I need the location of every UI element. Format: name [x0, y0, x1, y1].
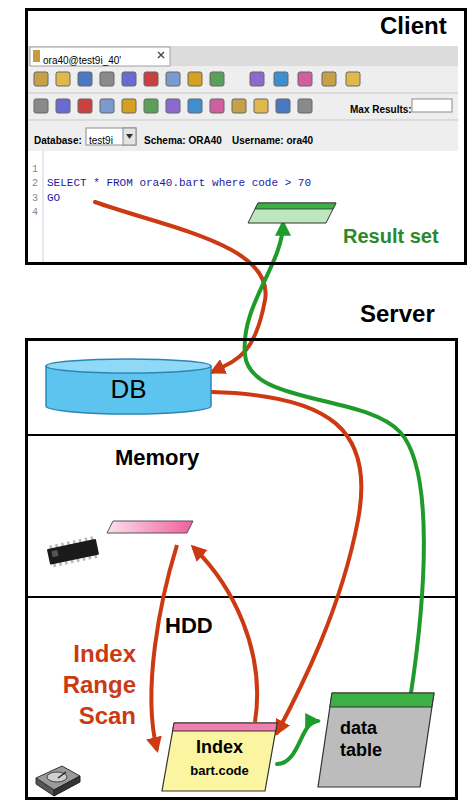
text-slot: Memory [115, 445, 199, 471]
node-label: Index [196, 737, 243, 758]
tab-close [158, 52, 164, 58]
text-slot: Server [360, 300, 435, 328]
text-slot: Index Range Scan [36, 638, 136, 731]
text-slot: 2 [32, 172, 38, 190]
editor-gutter [43, 151, 44, 262]
toolbar-icons [34, 72, 360, 113]
toolbar-divider [28, 120, 458, 121]
data-table-box: data table [318, 693, 434, 787]
line-number: 2 [32, 178, 38, 189]
panel-title: Server [360, 300, 435, 328]
text-slot: 4 [32, 201, 38, 219]
text-slot: test9i [89, 130, 113, 148]
window-frame [28, 46, 458, 262]
text-slot: Result set [343, 225, 439, 248]
database-dropdown [86, 128, 136, 145]
sql-text: SELECT * FROM ora40.bart where code > 70 [47, 176, 311, 190]
text-slot: 1 [32, 158, 38, 176]
dropdown-value: test9i [89, 135, 113, 146]
toolbar-label: Database: [34, 135, 82, 146]
text-slot: bart.code [162, 761, 277, 779]
sql-text: GO [47, 191, 60, 205]
dropdown-arrow [126, 134, 133, 139]
line-number: 4 [32, 207, 38, 218]
index-box: Index bart.code [162, 723, 277, 791]
panel-title: Client [380, 12, 447, 40]
editor-area [28, 151, 458, 262]
node-label: bart.code [190, 763, 249, 778]
band-divider [25, 434, 458, 436]
memory-buffer [107, 521, 193, 533]
text-slot: SELECT * FROM ora40.bart where code > 70 [47, 172, 311, 190]
flow-arrow [245, 223, 424, 693]
band-divider [25, 596, 458, 598]
result-label: Result set [343, 225, 439, 248]
line-number: 3 [32, 193, 38, 204]
toolbar-label: Username: ora40 [232, 135, 313, 146]
text-slot: data table [340, 717, 412, 761]
text-slot: DB [45, 374, 212, 405]
toolbar-divider [28, 93, 458, 94]
process-label: Index Range Scan [36, 638, 136, 731]
text-slot: Index [162, 737, 277, 758]
text-slot: Schema: ORA40 [144, 130, 222, 148]
band-label: HDD [165, 613, 213, 639]
server-panel: ServerDBMemoryHDDIndexbart.codedata tabl… [25, 338, 458, 800]
database-cylinder: DB [45, 358, 212, 414]
line-number: 1 [32, 164, 38, 175]
hdd-band: HDD Index bart.code data table [25, 597, 458, 800]
text-slot: 3 [32, 187, 38, 205]
hdd-icon [36, 766, 80, 796]
flow-arrow [95, 202, 266, 372]
memory-band: Memory [25, 435, 458, 597]
tab-title: ora40@test9i_40' [43, 55, 121, 66]
text-slot: GO [47, 187, 60, 205]
tab-icon [33, 50, 40, 62]
text-slot: Database: [34, 130, 82, 148]
scan-arrow [151, 545, 177, 750]
tab-bar [28, 46, 458, 66]
tab [30, 47, 170, 66]
result-set: Result set [248, 203, 336, 223]
dropdown-button [123, 128, 136, 145]
node-label: data table [340, 717, 412, 761]
text-slot: HDD [165, 613, 213, 639]
text-slot: ora40@test9i_40' [43, 50, 121, 68]
text-slot: Client [380, 12, 447, 40]
toolbar-label: Schema: ORA40 [144, 135, 222, 146]
flow-arrow [212, 392, 361, 733]
text-slot: Username: ora40 [232, 130, 313, 148]
memory-chip-icon [46, 536, 99, 568]
band-label: Memory [115, 445, 199, 471]
text-slot: Max Results: [350, 99, 412, 117]
node-label: DB [110, 374, 146, 405]
toolbar-label: Max Results: [350, 104, 412, 115]
node-shape [248, 203, 336, 223]
sql-editor: SELECT * FROM ora40.bart where code > 70… [45, 172, 375, 202]
max-results-input [412, 99, 452, 112]
flow-arrow [277, 721, 318, 764]
